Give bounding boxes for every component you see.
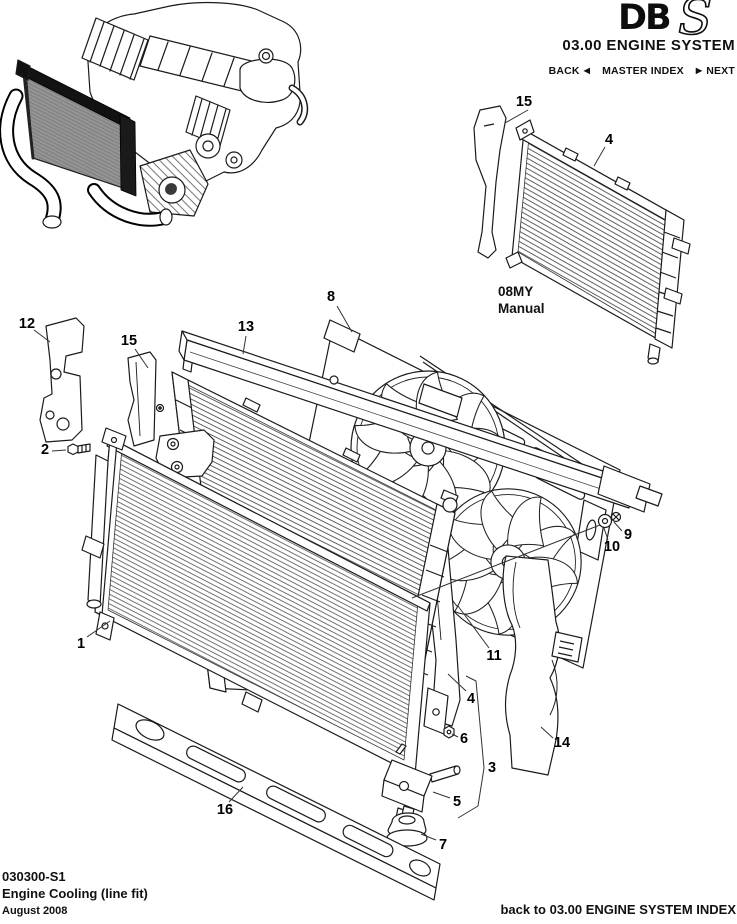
- logo-db-text: DB: [618, 0, 670, 38]
- callout-10: 10: [603, 538, 621, 555]
- logo-s-text: S: [678, 0, 712, 43]
- callout-16: 16: [216, 801, 234, 818]
- doc-title: Engine Cooling (line fit): [2, 886, 148, 901]
- callout-4: 4: [466, 690, 476, 707]
- callout-15-left: 15: [120, 332, 138, 349]
- callout-1: 1: [76, 635, 86, 652]
- callout-15-inset: 15: [515, 93, 533, 110]
- main-exploded-diagram: [33, 109, 663, 901]
- nav-back-link[interactable]: BACK ◀: [548, 65, 591, 77]
- callout-9: 9: [623, 526, 633, 543]
- inset-radiator-illustration: [473, 105, 691, 365]
- callout-12: 12: [18, 315, 36, 332]
- page-title: 03.00 ENGINE SYSTEM: [562, 37, 735, 54]
- callout-13: 13: [237, 318, 255, 335]
- next-arrow-icon: ▶: [695, 66, 703, 75]
- engine-illustration: [0, 1, 309, 229]
- nav-master-index-link[interactable]: MASTER INDEX: [602, 65, 684, 77]
- callout-14: 14: [553, 734, 571, 751]
- inset-note-line1: 08MY: [498, 284, 534, 299]
- inset-note-line2: Manual: [498, 301, 545, 316]
- callout-6: 6: [459, 730, 469, 747]
- doc-date: August 2008: [2, 905, 68, 917]
- callout-3: 3: [487, 759, 497, 776]
- back-to-index-link[interactable]: back to 03.00 ENGINE SYSTEM INDEX: [500, 902, 736, 917]
- doc-number: 030300-S1: [2, 869, 66, 884]
- inset-note: 08MY Manual: [498, 283, 545, 317]
- back-arrow-icon: ◀: [583, 66, 591, 75]
- callout-11: 11: [486, 647, 502, 664]
- nav-next-link[interactable]: ▶ NEXT: [695, 65, 735, 77]
- callout-4-inset: 4: [604, 131, 614, 148]
- callout-7: 7: [438, 836, 448, 853]
- callout-8: 8: [326, 288, 336, 305]
- callout-2: 2: [40, 441, 50, 458]
- dbs-logo: DB S: [618, 0, 736, 47]
- header-nav: BACK ◀ MASTER INDEX ▶ NEXT: [549, 65, 735, 77]
- callout-5: 5: [452, 793, 462, 810]
